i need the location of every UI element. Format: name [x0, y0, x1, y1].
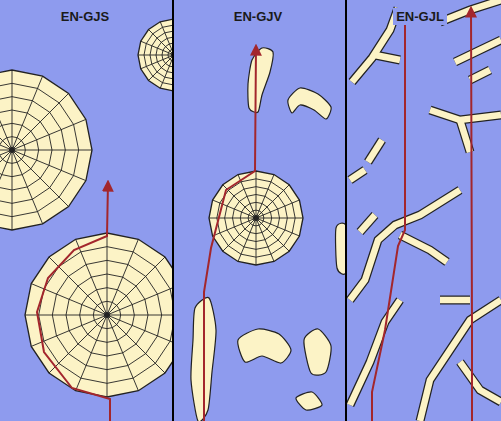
vermicular-graphite: [304, 329, 331, 375]
lamellar-graphite: [350, 300, 400, 405]
crack-path: [204, 46, 256, 421]
graphite-panel: EN-GJV: [174, 0, 345, 30]
lamellar-graphite: [460, 120, 470, 152]
lamellar-graphite: [400, 235, 447, 262]
flake-outline: [470, 70, 490, 80]
flake-outline: [360, 215, 375, 232]
vermicular-graphite: [238, 329, 291, 363]
flake-outline: [368, 140, 382, 162]
flake-outline: [430, 110, 501, 120]
flake-outline: [455, 40, 501, 62]
flake-outline: [440, 296, 470, 305]
flake-outline: [420, 300, 501, 421]
lamellar-graphite: [368, 140, 382, 162]
panel-title: EN-GJS: [58, 8, 112, 25]
lamellar-graphite: [460, 362, 501, 402]
flake-outline: [352, 8, 398, 82]
graphite-panel: EN-GJS: [0, 0, 172, 30]
vermicular-graphite: [248, 48, 273, 113]
vermicular-graphite: [336, 223, 345, 274]
lamellar-graphite: [455, 40, 501, 62]
lamellar-graphite: [360, 215, 375, 232]
lamellar-graphite: [470, 70, 490, 80]
panel-title: EN-GJV: [231, 8, 285, 25]
spheroidal-graphite: [0, 70, 92, 230]
lamellar-graphite: [350, 170, 365, 180]
vermicular-graphite: [288, 88, 331, 119]
lamellar-graphite: [420, 300, 501, 421]
flake-outline: [350, 300, 400, 405]
spheroidal-graphite: [209, 171, 303, 265]
lamellar-graphite: [375, 55, 400, 60]
flake-outline: [460, 120, 470, 152]
flake-outline: [400, 235, 447, 262]
crack-path: [471, 8, 472, 421]
panel-ground: [347, 0, 501, 421]
panel-title: EN-GJL: [393, 8, 447, 25]
flake-outline: [350, 170, 365, 180]
spheroidal-graphite: [25, 233, 172, 397]
spheroidal-graphite: [138, 19, 172, 91]
lamellar-graphite: [352, 8, 398, 82]
flake-outline: [375, 55, 400, 60]
crack-path: [37, 182, 110, 421]
lamellar-graphite: [440, 297, 470, 304]
panel-ground: [174, 0, 345, 421]
graphite-panel: EN-GJL: [347, 0, 501, 30]
flake-outline: [460, 362, 501, 402]
crack-path: [372, 12, 405, 421]
vermicular-graphite: [296, 392, 322, 410]
lamellar-graphite: [430, 110, 501, 120]
